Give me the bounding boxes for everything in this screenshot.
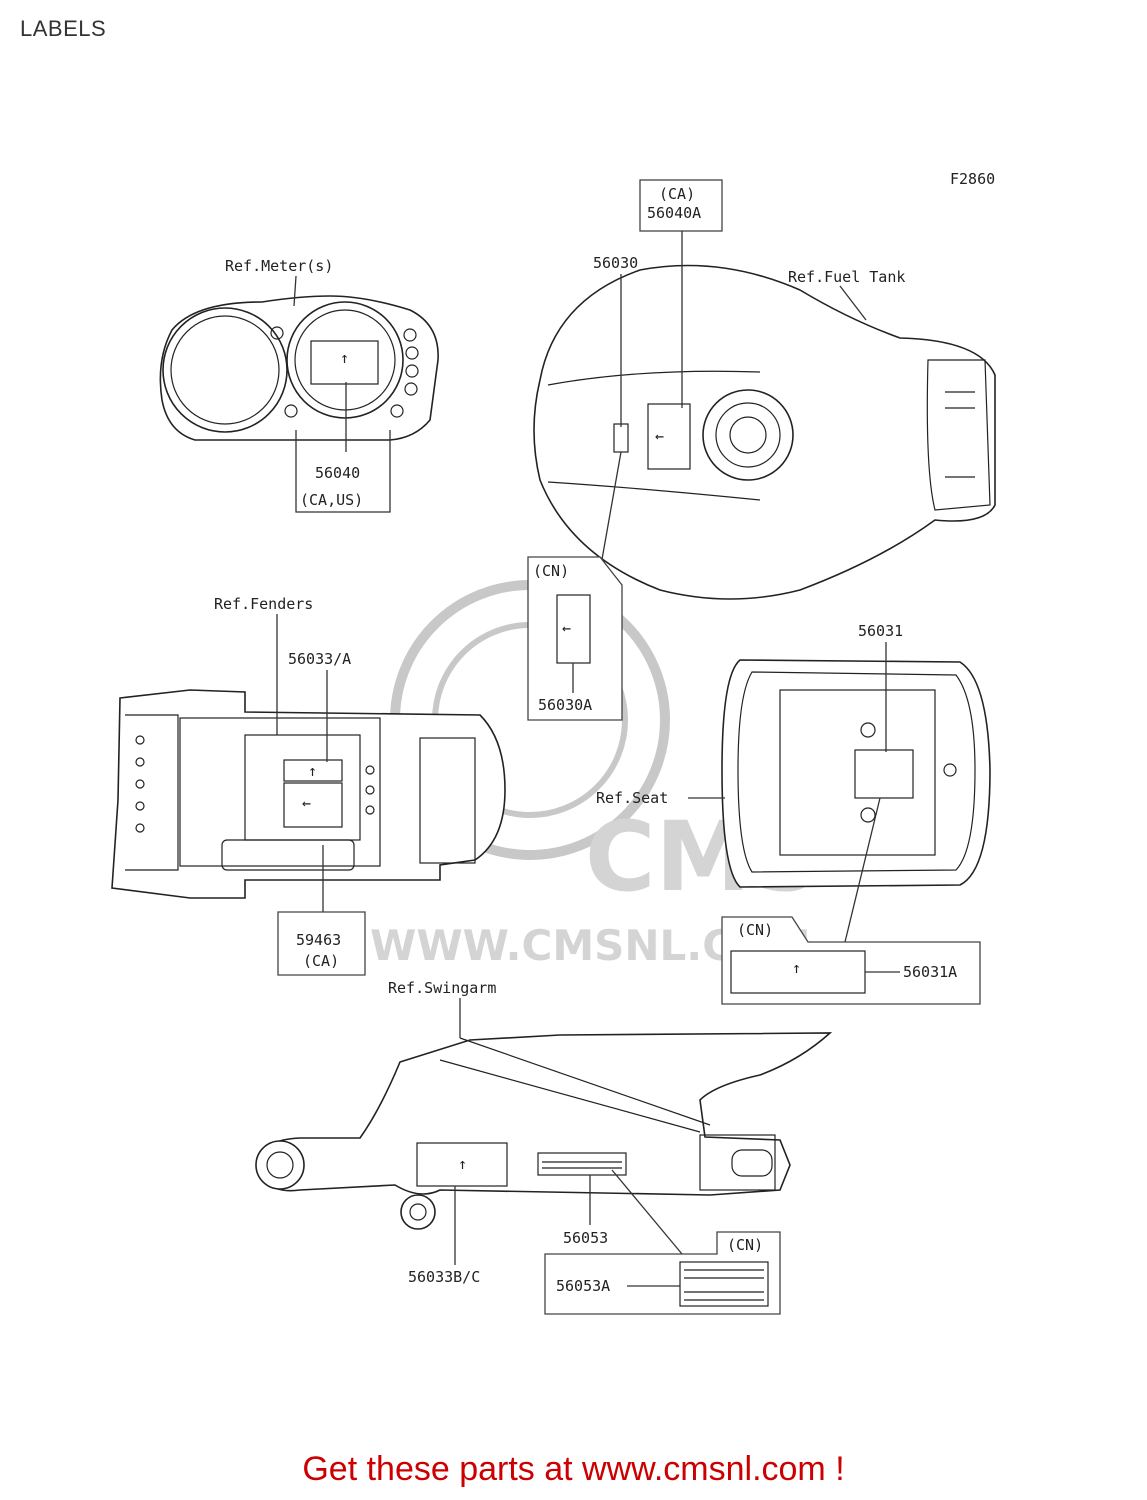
part-56053A-note: (CN)	[727, 1236, 763, 1254]
page-title: LABELS	[20, 16, 107, 41]
part-56031: 56031	[858, 622, 903, 640]
svg-text:←: ←	[302, 794, 311, 812]
part-56030A-note: (CN)	[533, 562, 569, 580]
parts-diagram: CMS WWW.CMSNL.COM F2860 ↑ Ref.Meter(s) 5…	[111, 170, 996, 1315]
part-56040: 56040	[315, 464, 360, 482]
part-56031A-note: (CN)	[737, 921, 773, 939]
ref-fuel-tank-label: Ref.Fuel Tank	[788, 268, 905, 286]
part-56030: 56030	[593, 254, 638, 272]
fuel-tank-sticker-56030	[613, 423, 629, 453]
swingarm-illustration: ↑	[255, 1032, 833, 1230]
svg-text:↑: ↑	[458, 1155, 467, 1173]
swingarm-sticker-up	[416, 1142, 508, 1187]
ref-seat-label: Ref.Seat	[596, 789, 668, 807]
fender-sticker-left	[283, 782, 343, 828]
svg-text:←: ←	[562, 619, 571, 637]
meter-label-sticker	[310, 340, 379, 385]
svg-text:↑: ↑	[792, 959, 801, 977]
ref-meter-label: Ref.Meter(s)	[225, 257, 333, 275]
svg-text:↑: ↑	[340, 349, 349, 367]
swingarm-sticker-56053	[537, 1152, 627, 1176]
part-59463-note: (CA)	[303, 952, 339, 970]
part-56040-note: (CA,US)	[300, 491, 363, 509]
seat-illustration	[721, 659, 991, 888]
part-56040A: 56040A	[647, 204, 701, 222]
fenders-illustration: ↑ ←	[111, 689, 506, 899]
figure-code: F2860	[950, 170, 995, 188]
ref-swingarm-label: Ref.Swingarm	[388, 979, 496, 997]
seat-sticker	[854, 749, 914, 799]
footer-link[interactable]: Get these parts at www.cmsnl.com !	[302, 1450, 845, 1488]
fender-sticker-up	[283, 759, 343, 782]
fuel-tank-illustration: ←	[533, 264, 996, 600]
part-56033A: 56033/A	[288, 650, 351, 668]
part-56053: 56053	[563, 1229, 608, 1247]
ref-fenders-label: Ref.Fenders	[214, 595, 313, 613]
part-56030A: 56030A	[538, 696, 592, 714]
svg-text:↑: ↑	[308, 762, 317, 780]
part-56031A: 56031A	[903, 963, 957, 981]
svg-text:←: ←	[655, 427, 664, 445]
part-56040A-note: (CA)	[659, 185, 695, 203]
part-56053A: 56053A	[556, 1277, 610, 1295]
fuel-tank-sticker-56040A	[647, 403, 691, 470]
part-56033BC: 56033B/C	[408, 1268, 480, 1286]
meter-illustration: ↑	[159, 295, 439, 441]
part-59463: 59463	[296, 931, 341, 949]
